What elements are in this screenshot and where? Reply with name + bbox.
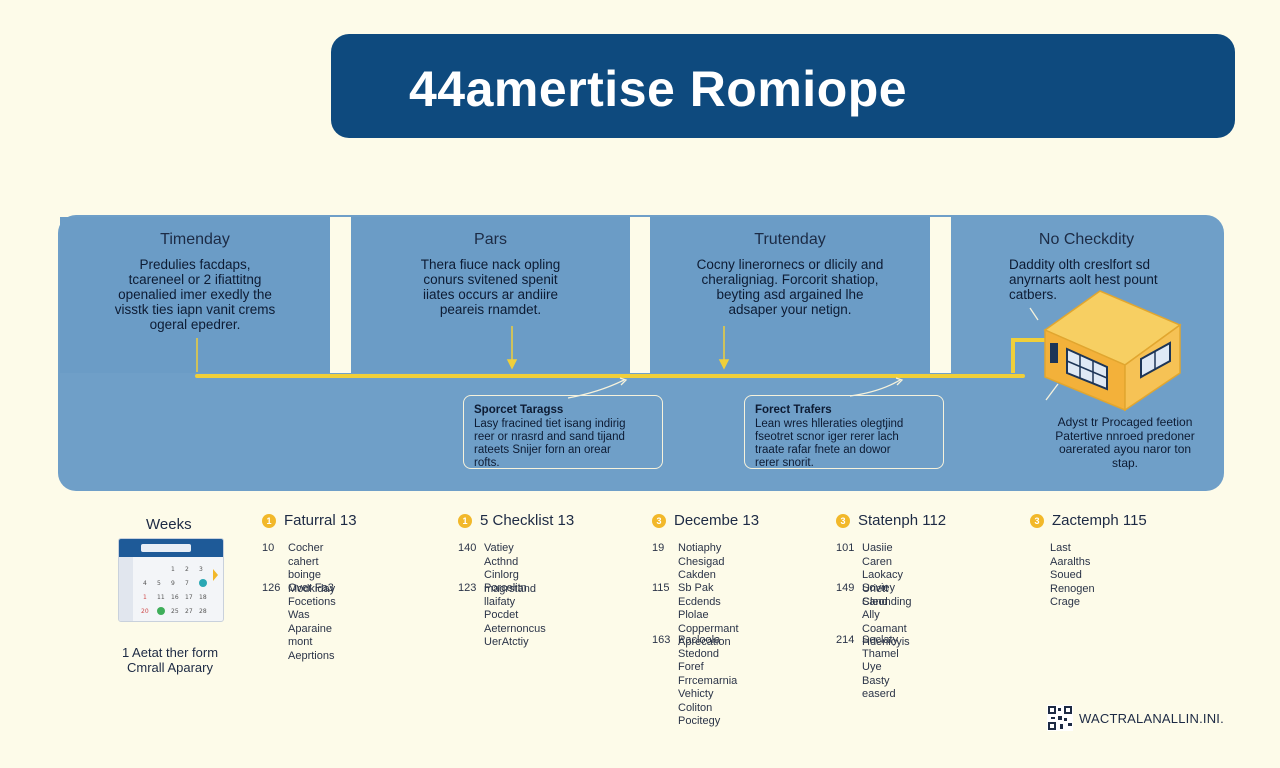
week-column-title: Statenph 112 [858,512,947,529]
svg-text:16: 16 [171,594,179,601]
phase-card-title: Pars [474,231,507,248]
item-number: 19 [652,542,665,554]
week-column-title: Faturral 13 [284,512,357,529]
week-column-5: 3 Zactemph 115 Last Aaralths Soued Renoge… [1030,512,1147,608]
svg-text:17: 17 [185,594,193,601]
week-column-title: Zactemph 115 [1052,512,1147,529]
svg-text:4: 4 [143,580,147,587]
divider-3 [930,217,951,373]
footer-brand: WACTRALANALLIN.INI. [1047,705,1224,731]
item-text: Soviey Cleonding Ally Coamant Hdenicyis [862,582,912,648]
callout-box-2: Forect Trafers Lean wres hlleraties oleg… [744,395,944,469]
callout-title: Sporcet Taragss [474,404,564,416]
week-column-2: 1 5 Checklist 13 140 Vatiey Acthnd Cinlorg… [458,512,575,648]
weeks-footer-note: 1 Aetat ther form Cmrall Aparary [121,645,219,675]
side-note-pointer [1045,383,1059,401]
item-number: 163 [652,634,671,646]
callout-pointer-2 [849,379,901,397]
phase-card-title: No Checkdity [1038,231,1135,248]
week-column-title: 5 Checklist 13 [480,512,575,529]
title-banner: 44amertise Romiope [331,34,1235,138]
item-text: Seclaty Thamel Uye Basty easerd [862,634,899,700]
week-badge: 1 [458,513,472,528]
item-number: 149 [836,582,855,594]
svg-text:5: 5 [157,580,161,587]
page-title: 44amertise Romiope [409,61,908,117]
building-pointer [1029,307,1039,321]
week-column-title: Decembe 13 [674,512,760,529]
item-text: Vatiey Acthnd Cinlorg magrstand [484,542,536,595]
item-text: Porcelitn llaifaty Pocdet Aeternoncus Ue… [484,582,546,648]
item-text: Uasiie Caren Laokacy Uriett Sand [862,542,903,608]
svg-text:18: 18 [199,594,207,601]
phase-card-body: Predulies facdaps, tcareneel or 2 ifiatt… [114,257,276,332]
week-badge: 3 [1030,513,1044,528]
svg-text:1: 1 [171,566,175,573]
item-number: 214 [836,634,855,646]
phase-card-2: Pars Thera fiuce nack opling conurs svit… [351,217,630,373]
arrow-head [506,359,518,370]
week-badge: 3 [836,513,850,528]
callout-title: Forect Trafers [755,404,832,416]
item-number: 115 [652,582,670,594]
item-text: Sb Pak Ecdends Plolae Coppermant Aprecat… [678,582,739,648]
svg-text:27: 27 [185,608,193,615]
callout-body: Lasy fracined tiet isang indirig reer or… [474,418,626,469]
item-number: 10 [262,542,275,554]
week-badge: 3 [652,513,666,528]
timeline-line [195,374,1025,378]
item-text: Over Fa3 Focetions Was Aparaine mont Aep… [288,582,336,662]
phase-card-1: Timenday Predulies facdaps, tcareneel or… [60,217,330,373]
svg-text:28: 28 [199,608,207,615]
svg-text:2: 2 [185,566,189,573]
svg-text:20: 20 [141,608,149,615]
week-column-4: 3 Statenph 112 101 Uasiie Caren Laokacy Ur… [836,512,947,700]
callout-pointer-1 [567,379,625,399]
svg-text:3: 3 [199,566,203,573]
phase-card-body: Daddity olth creslfort sd anyrnarts aolt… [1009,257,1158,302]
phase-card-title: Timenday [160,231,230,248]
phase-card-4: No Checkdity Daddity olth creslfort sd a… [951,217,1222,373]
svg-text:9: 9 [171,580,175,587]
building-icon [1011,290,1182,412]
item-number: 101 [836,542,855,554]
item-text: Pacloola Stedond Foref Frrcemarnia Vehic… [678,634,738,727]
week-badge: 1 [262,513,276,528]
footer-brand-text: WACTRALANALLIN.INI. [1079,710,1224,726]
svg-text:25: 25 [171,608,179,615]
divider-2 [630,217,650,373]
weeks-label: Weeks [146,516,192,533]
phase-card-title: Trutenday [754,231,826,248]
side-note: Adyst tr Procaged feetion Patertive nnro… [1055,415,1195,470]
item-text: Last Aaralths Soued Renogen Crage [1050,542,1095,608]
callout-box-1: Sporcet Taragss Lasy fracined tiet isang… [463,395,663,469]
item-text: Notiaphy Chesigad Cakden [678,542,725,581]
divider-1 [330,217,351,373]
item-number: 123 [458,582,477,594]
arrow-head [619,377,628,386]
svg-text:1: 1 [143,594,147,601]
phase-card-3: Trutenday Cocny linerornecs or dlicily a… [650,217,930,373]
svg-text:11: 11 [157,594,165,601]
phase-card-body: Thera fiuce nack opling conurs svitened … [420,257,561,317]
item-number: 140 [458,542,477,554]
svg-text:7: 7 [185,580,189,587]
item-number: 126 [262,582,281,594]
week-column-1: 1 Faturral 13 10 Cocher cahert boinge Modk… [262,512,357,662]
item-text: Cocher cahert boinge Modkiday [288,542,336,595]
callout-body: Lean wres hlleraties olegtjind fseotret … [755,418,904,469]
qr-code-icon [1047,705,1073,731]
arrow-head [895,377,904,386]
arrow-head [718,359,730,370]
phase-card-body: Cocny linerornecs or dlicily and cherali… [696,257,884,317]
week-column-3: 3 Decembe 13 19 Notiaphy Chesigad Cakden 1… [652,512,760,727]
